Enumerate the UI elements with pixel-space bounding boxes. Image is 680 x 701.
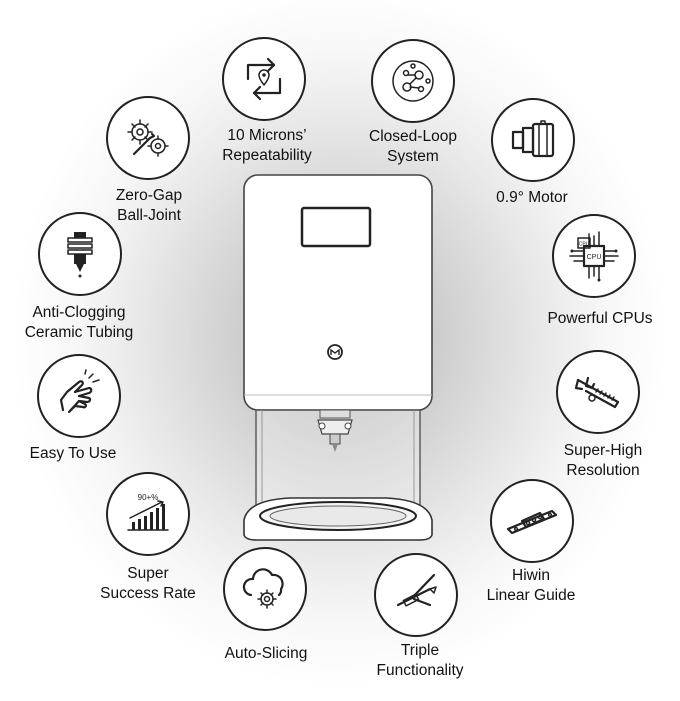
location-cycle-icon <box>222 37 306 121</box>
feature-label-line: Ball-Joint <box>117 207 181 224</box>
feature-label-line: Hiwin <box>512 567 550 584</box>
print-head <box>317 409 353 452</box>
feature-label-line: Anti-Clogging <box>32 304 126 321</box>
feature-label-line: Super-High <box>563 442 643 459</box>
nozzle-icon <box>38 212 122 296</box>
printer-screen <box>300 206 372 248</box>
feature-label-line: Auto-Slicing <box>224 645 308 662</box>
feature-label-line: Repeatability <box>222 147 312 164</box>
bar-growth-icon: 90+% <box>106 472 190 556</box>
feature-label-line: Triple <box>400 642 440 659</box>
feature-label-line: Linear Guide <box>486 587 576 604</box>
feature-label-line: 10 Microns’ <box>227 127 307 144</box>
network-nodes-icon <box>371 39 455 123</box>
gears-wrench-icon <box>106 96 190 180</box>
linear-rail-icon <box>490 479 574 563</box>
feature-label-line: Powerful CPUs <box>547 310 653 327</box>
feature-label-line: Success Rate <box>100 585 196 602</box>
caliper-icon <box>556 350 640 434</box>
motor-icon <box>491 98 575 182</box>
feature-label-line: Zero-Gap <box>115 187 183 204</box>
feature-label-line: System <box>387 148 439 165</box>
feature-label-line: Super <box>127 565 169 582</box>
feature-label-line: Resolution <box>566 462 640 479</box>
cpu-chip-text: CPU <box>579 242 590 248</box>
feature-label-line: Ceramic Tubing <box>24 324 134 341</box>
feature-label-line: Closed-Loop <box>369 128 457 145</box>
printer-logo <box>327 344 343 360</box>
feature-label-line: Functionality <box>376 662 464 679</box>
cpu-chip-text: CPU <box>587 254 602 261</box>
feature-label-line: 0.9° Motor <box>496 189 568 206</box>
hand-snap-icon <box>37 354 121 438</box>
feature-label-line: Easy To Use <box>29 445 117 462</box>
cpu-chip-icon: CPU CPU <box>552 214 636 298</box>
success-badge-text: 90+% <box>138 493 159 502</box>
cloud-gear-icon <box>223 547 307 631</box>
multitool-icon <box>374 553 458 637</box>
